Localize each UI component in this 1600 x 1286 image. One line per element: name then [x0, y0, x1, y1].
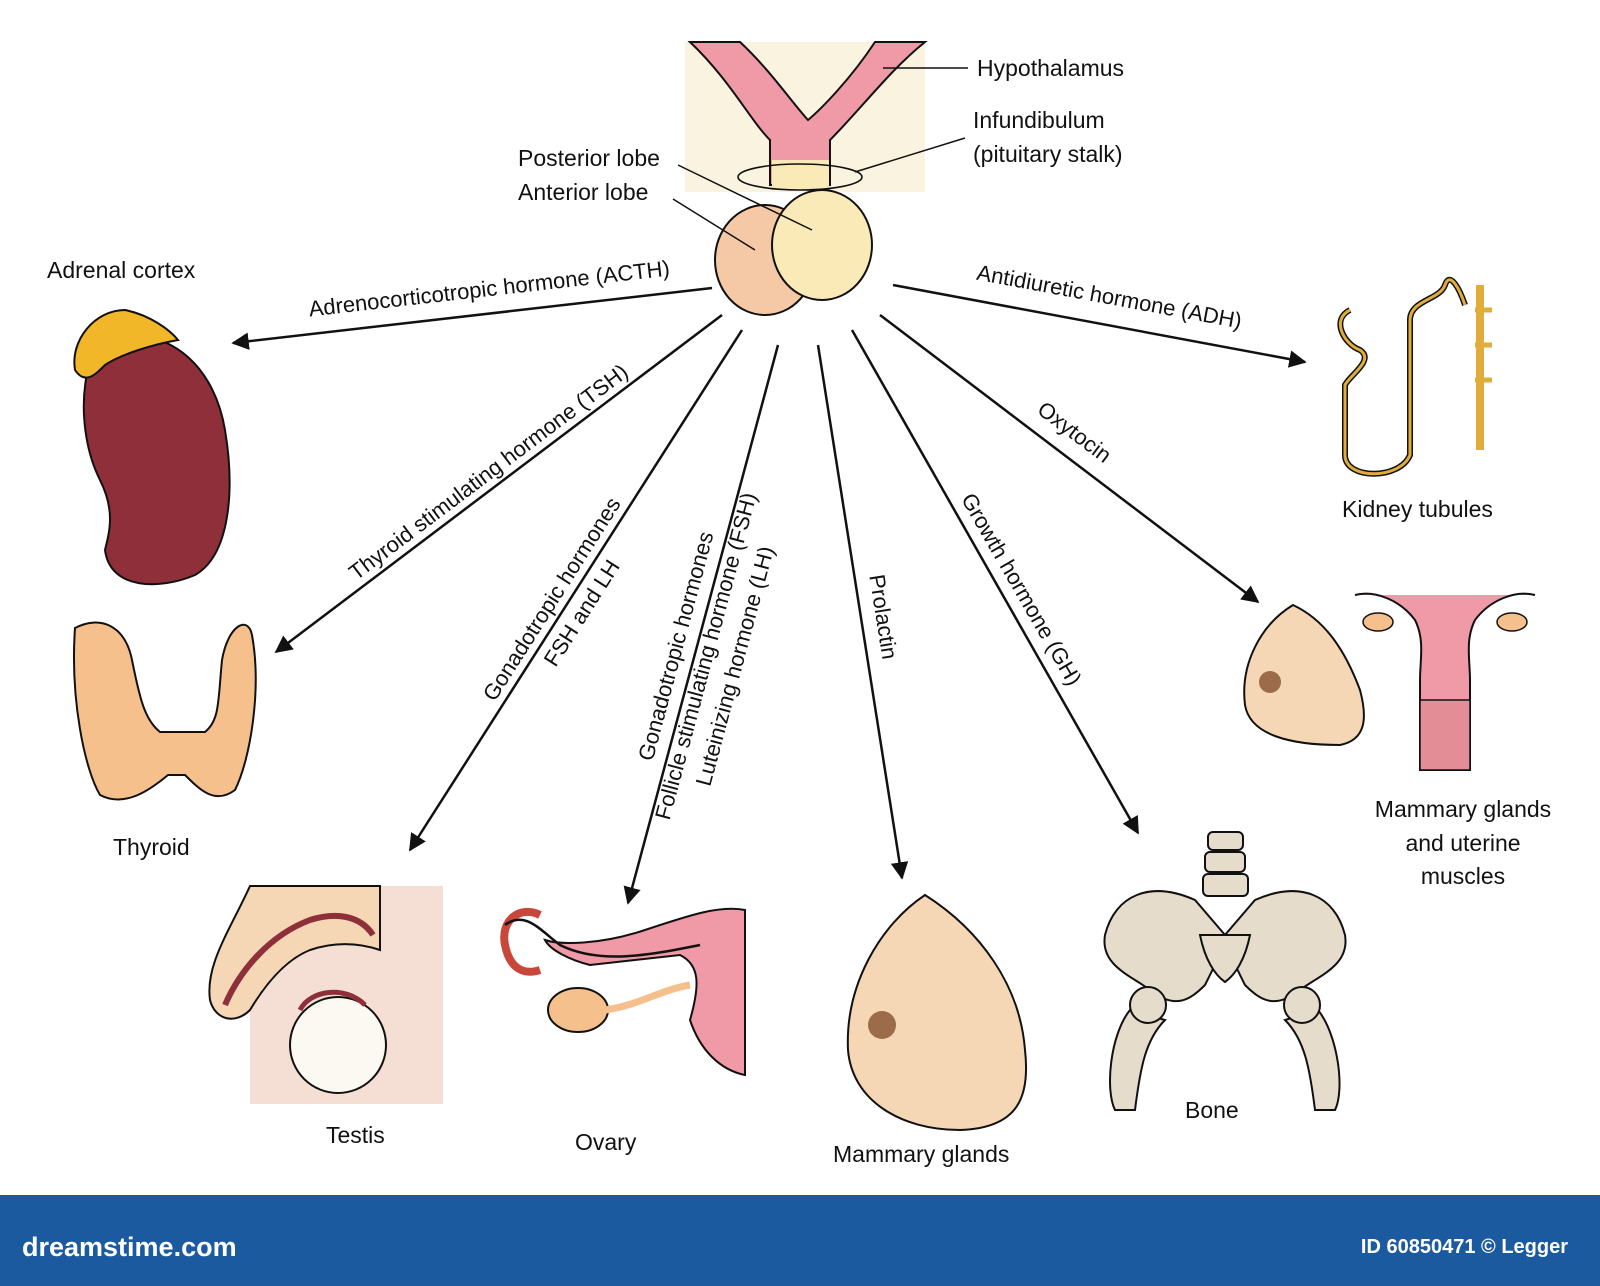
nipple-shape — [868, 1011, 896, 1039]
anterior-lobe-label: Anterior lobe — [518, 179, 648, 205]
urethra-line — [222, 912, 376, 1007]
hormone-label-acth: Adrenocorticotropic hormone (ACTH) — [307, 256, 671, 322]
epididymis-line — [297, 989, 367, 1012]
mammary-illustration — [846, 893, 1028, 1132]
nephron-tubule-outer — [1337, 276, 1468, 477]
arrow-adh — [892, 283, 1307, 368]
vertebra-2 — [1204, 851, 1246, 873]
hypothalamus-label: Hypothalamus — [977, 55, 1124, 81]
footer-credit: ID 60850471 © Legger — [1361, 1236, 1568, 1258]
target-label-testis: Testis — [326, 1122, 385, 1148]
anterior-lobe-leader — [672, 198, 756, 251]
footer-brand: dreamstime.com — [22, 1232, 237, 1262]
infundibulum-leader — [854, 137, 966, 173]
footer-bar — [0, 1195, 1600, 1286]
arrow-prolactin — [816, 344, 909, 880]
breast-shape — [1243, 603, 1365, 747]
target-label-mammary-uterine-line2: and uterine — [1405, 830, 1520, 856]
pelvis-illustration — [1103, 831, 1347, 1111]
arrow-acth — [231, 286, 713, 350]
infundibulum-label-line2: (pituitary stalk) — [973, 141, 1123, 167]
target-label-mammary-uterine-line3: muscles — [1421, 863, 1505, 889]
sacrum — [1198, 934, 1252, 984]
vertebra-1 — [1207, 831, 1244, 851]
hormone-label-oxytocin: Oxytocin — [1033, 396, 1116, 467]
ovary-illustration — [500, 907, 746, 1077]
infundibulum-label-line1: Infundibulum — [973, 107, 1105, 133]
thyroid-illustration — [73, 621, 257, 801]
left-hip-socket — [1129, 986, 1167, 1024]
target-label-mammary-uterine-line1: Mammary glands — [1375, 796, 1551, 822]
target-label-bone: Bone — [1185, 1097, 1239, 1123]
uterus-fragment-shape — [543, 907, 746, 1077]
target-label-ovary: Ovary — [575, 1129, 637, 1155]
penis-shape — [208, 885, 381, 1020]
breast-nipple — [1259, 671, 1281, 693]
mammary-uterine-illustration — [1243, 592, 1536, 771]
hormone-label-adh: Antidiuretic hormone (ADH) — [975, 260, 1244, 334]
arrow-gonado-testis — [408, 329, 744, 852]
kidney-tubules-illustration — [1337, 276, 1492, 477]
kidney-adrenal-illustration — [73, 308, 231, 586]
arrow-gh — [850, 329, 1140, 835]
arrow-tsh — [274, 314, 723, 654]
infundibulum-ring — [737, 163, 863, 191]
target-label-kidney: Kidney tubules — [1342, 496, 1493, 522]
right-femur — [1283, 1008, 1341, 1111]
right-ovary-small — [1496, 612, 1528, 632]
arrow-oxytocin — [879, 314, 1260, 604]
vertebra-3 — [1202, 873, 1249, 897]
left-femur — [1109, 1008, 1167, 1111]
target-label-mammary: Mammary glands — [833, 1141, 1009, 1167]
mammary-shape — [846, 893, 1028, 1132]
fimbriae-shape — [500, 907, 542, 976]
testis-shape — [289, 996, 387, 1094]
right-hip-socket — [1283, 986, 1321, 1024]
ovarian-ligament-line — [604, 981, 691, 1014]
nephron-tubule-fill — [1338, 278, 1467, 476]
target-label-adrenal: Adrenal cortex — [47, 257, 196, 283]
hormone-label-prolactin: Prolactin — [864, 573, 902, 661]
kidney-shape — [82, 333, 231, 586]
fallopian-tube-line — [504, 918, 701, 958]
posterior-lobe-shape — [771, 189, 873, 301]
target-label-thyroid: Thyroid — [113, 834, 190, 860]
posterior-lobe-label: Posterior lobe — [518, 145, 660, 171]
hormone-arrows — [231, 283, 1307, 905]
testis-illustration — [208, 885, 443, 1104]
duct-branches — [1475, 307, 1492, 383]
adrenal-cortex-shape — [73, 308, 180, 379]
ovary-shape — [547, 987, 609, 1033]
hypothalamus-shape — [687, 41, 928, 186]
pituitary-illustration — [672, 41, 968, 316]
hormone-label-gh: Growth hormone (GH) — [956, 489, 1086, 690]
thyroid-shape — [73, 621, 257, 801]
arrow-gonado-ovary — [623, 344, 780, 905]
left-ovary-small — [1362, 612, 1394, 632]
cervix-shape — [1419, 699, 1471, 771]
posterior-lobe-leader — [677, 164, 813, 231]
